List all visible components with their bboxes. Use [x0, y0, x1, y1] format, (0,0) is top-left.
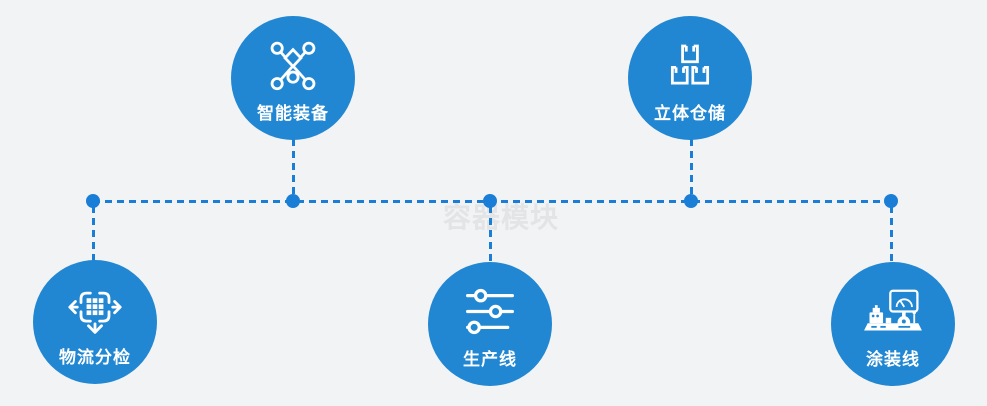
connector-dot [286, 194, 300, 208]
connector-dot [483, 194, 497, 208]
watermark-text: 容器模块 [443, 202, 560, 233]
node-label: 智能装备 [257, 104, 329, 123]
node-coating-line: 涂装线 [831, 262, 955, 386]
sorting-arrows-icon [67, 280, 123, 338]
node-logistics-sorting: 物流分检 [33, 260, 157, 384]
node-label: 物流分检 [59, 348, 131, 367]
node-production-line: 生产线 [428, 262, 552, 386]
connector-dot [684, 194, 698, 208]
node-smart-equipment: 智能装备 [231, 16, 355, 140]
node-label: 涂装线 [866, 350, 920, 369]
connector-dot [86, 194, 100, 208]
connector-vertical-line [489, 206, 492, 263]
node-label: 生产线 [463, 350, 517, 369]
connector-vertical-line [92, 206, 95, 261]
coating-machine-icon [862, 282, 924, 340]
connector-vertical-line [292, 139, 295, 197]
sliders-icon [463, 282, 517, 340]
stacked-boxes-icon [664, 36, 716, 94]
connector-dot [884, 194, 898, 208]
node-stereo-warehouse: 立体仓储 [628, 16, 752, 140]
connector-vertical-line [690, 139, 693, 197]
network-nodes-icon [265, 36, 321, 94]
connector-vertical-line [890, 206, 893, 263]
node-label: 立体仓储 [654, 104, 726, 123]
